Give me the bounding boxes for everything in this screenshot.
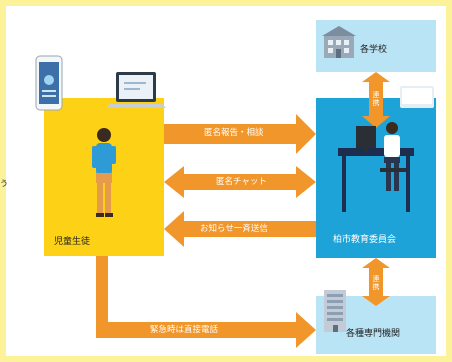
notice-arrow: [164, 211, 316, 247]
smartphone-icon: [35, 55, 63, 111]
student-label: 児童生徒: [54, 237, 91, 247]
chat-arrow: [164, 166, 316, 198]
chat-arrow-label: 匿名チャット: [216, 177, 267, 187]
staff-desk-icon: [338, 86, 434, 212]
office-building-icon: [324, 290, 346, 332]
emergency-arrow: [96, 256, 316, 348]
report-arrow-label: 匿名報告・相談: [204, 128, 264, 138]
liaison-bottom-arrow: [362, 258, 390, 306]
liaison-top-label: 連携: [372, 91, 380, 107]
school-building-icon: [322, 26, 356, 58]
notice-arrow-label: お知らせ一斉送信: [200, 224, 268, 234]
laptop-icon: [106, 72, 166, 108]
report-arrow: [164, 114, 316, 154]
liaison-bottom-label: 連携: [372, 275, 380, 291]
emergency-arrow-label: 緊急時は直接電話: [150, 325, 219, 335]
school-label: 各学校: [360, 45, 388, 55]
edge-text: う: [0, 179, 8, 188]
liaison-top-arrow: [362, 72, 390, 128]
education-board-label: 柏市教育委員会: [333, 235, 397, 245]
student-figure-icon: [92, 128, 116, 217]
agency-label: 各種専門機関: [346, 329, 401, 339]
